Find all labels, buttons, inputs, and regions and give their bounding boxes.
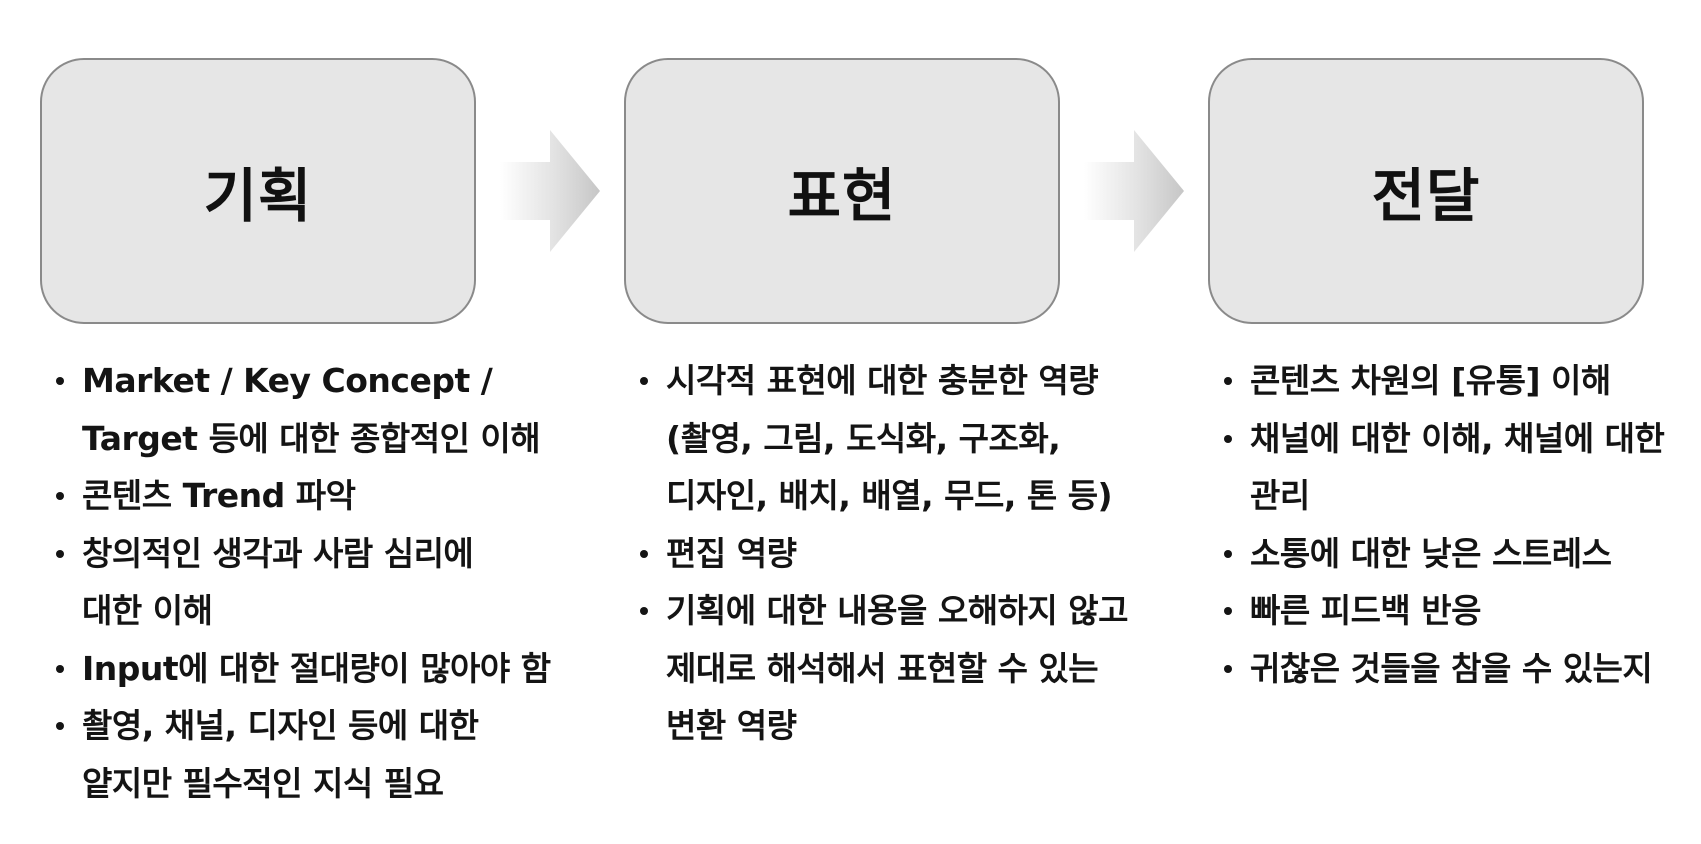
bullet-text-line: 편집 역량: [666, 533, 797, 573]
bullet-dot-icon: [640, 377, 648, 385]
bullet-text-line: 제대로 해석해서 표현할 수 있는: [666, 648, 1099, 688]
flow-arrow-icon: [500, 130, 600, 252]
bullet-dot-icon: [1224, 664, 1232, 673]
planning-bullet-list: Market / Key Concept / Target 등에 대한 종합적인 …: [56, 352, 551, 812]
bullet-item: 귀찮은 것들을 참을 수 있는지: [1224, 640, 1664, 698]
bullet-dot-icon: [1224, 434, 1232, 443]
stage-title: 표현: [787, 162, 897, 230]
bullet-dot-icon: [56, 377, 64, 385]
stage-box-delivery: 전달: [1208, 58, 1644, 324]
stage-title: 기획: [203, 162, 313, 230]
bullet-text-line: (촬영, 그림, 도식화, 구조화,: [666, 418, 1061, 458]
stage-title: 전달: [1371, 162, 1481, 230]
bullet-dot-icon: [1224, 377, 1232, 385]
bullet-dot-icon: [56, 549, 64, 558]
bullet-text-line: Target 등에 대한 종합적인 이해: [82, 418, 541, 458]
bullet-text-line: 콘텐츠 Trend 파악: [82, 476, 356, 515]
bullet-text-line: 콘텐츠 차원의 [유통] 이해: [1250, 361, 1611, 400]
bullet-text-line: 창의적인 생각과 사람 심리에: [82, 533, 474, 573]
stage-box-expression: 표현: [624, 58, 1060, 324]
bullet-item: 편집 역량: [640, 525, 1128, 583]
bullet-text-line: 디자인, 배치, 배열, 무드, 톤 등): [666, 476, 1113, 515]
bullet-text-line: 귀찮은 것들을 참을 수 있는지: [1250, 648, 1653, 688]
bullet-dot-icon: [56, 492, 64, 500]
bullet-dot-icon: [1224, 607, 1232, 615]
bullet-text-line: 대한 이해: [82, 591, 213, 630]
bullet-text-line: 촬영, 채널, 디자인 등에 대한: [82, 706, 479, 745]
bullet-dot-icon: [56, 664, 64, 673]
bullet-item: Market / Key Concept / Target 등에 대한 종합적인 …: [56, 352, 551, 467]
bullet-text-line: 빠른 피드백 반응: [1250, 591, 1482, 630]
bullet-text-line: 기획에 대한 내용을 오해하지 않고: [666, 591, 1129, 630]
bullet-text-line: 채널에 대한 이해, 채널에 대한: [1250, 418, 1665, 458]
bullet-item: 콘텐츠 Trend 파악: [56, 467, 551, 525]
bullet-item: 빠른 피드백 반응: [1224, 582, 1664, 640]
bullet-text-line: Input에 대한 절대량이 많아야 함: [82, 648, 551, 688]
bullet-item: Input에 대한 절대량이 많아야 함: [56, 640, 551, 698]
bullet-text-line: 얕지만 필수적인 지식 필요: [82, 763, 444, 803]
bullet-dot-icon: [1224, 549, 1232, 558]
bullet-text-line: 소통에 대한 낮은 스트레스: [1250, 533, 1612, 573]
bullet-item: 소통에 대한 낮은 스트레스: [1224, 525, 1664, 583]
bullet-text-line: 시각적 표현에 대한 충분한 역량: [666, 361, 1099, 400]
stage-box-planning: 기획: [40, 58, 476, 324]
expression-bullet-list: 시각적 표현에 대한 충분한 역량 (촬영, 그림, 도식화, 구조화, 디자인, …: [640, 352, 1129, 755]
bullet-dot-icon: [640, 549, 648, 558]
bullet-item: 시각적 표현에 대한 충분한 역량 (촬영, 그림, 도식화, 구조화, 디자인, …: [640, 352, 1128, 525]
bullet-text-line: 관리: [1250, 476, 1310, 515]
bullet-text-line: Market / Key Concept /: [82, 361, 493, 400]
bullet-text-line: 변환 역량: [666, 706, 797, 745]
bullet-dot-icon: [640, 607, 648, 615]
bullet-dot-icon: [56, 722, 64, 730]
bullet-item: 콘텐츠 차원의 [유통] 이해: [1224, 352, 1664, 410]
flow-arrow-icon: [1084, 130, 1184, 252]
